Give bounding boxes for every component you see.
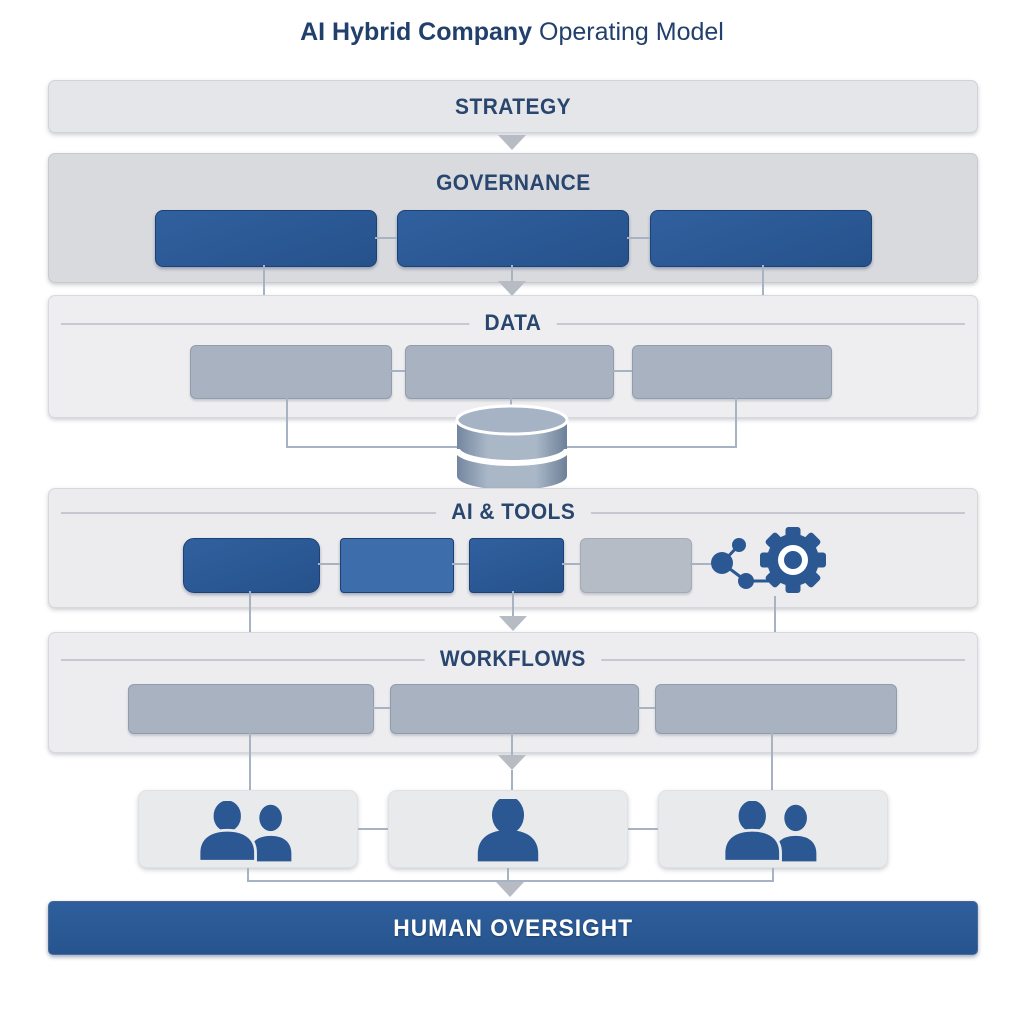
human-oversight-title: HUMAN OVERSIGHT [393, 915, 633, 942]
connector-line [286, 397, 288, 448]
connector-line [249, 732, 251, 790]
data-box [190, 345, 392, 399]
ai-tools-box [580, 538, 692, 593]
connector-line [628, 828, 658, 830]
connector-line [774, 596, 776, 632]
team-card [388, 790, 628, 868]
person-icon [477, 799, 539, 862]
connector-line [263, 265, 265, 295]
flow-arrow [498, 281, 526, 296]
database-icon [455, 404, 569, 490]
connector-line [567, 446, 737, 448]
connector-line [511, 732, 513, 756]
ai-tools-box [469, 538, 564, 593]
connector-line [318, 563, 340, 565]
gear-icon [760, 527, 826, 593]
governance-box [155, 210, 377, 267]
connector-line [562, 563, 580, 565]
network-gear-icon [711, 527, 826, 593]
team-card [138, 790, 358, 868]
connector-line [286, 446, 457, 448]
data-box [405, 345, 614, 399]
human-oversight-bar: HUMAN OVERSIGHT [48, 901, 978, 955]
connector-line [507, 868, 509, 881]
network-nodes-icon [711, 538, 778, 589]
diagram-title: AI Hybrid Company Operating Model [0, 18, 1024, 47]
data-box [632, 345, 832, 399]
connector-line [772, 868, 774, 881]
connector-line [452, 563, 469, 565]
diagram-title-emphasis: AI Hybrid Company [300, 18, 533, 46]
team-card [658, 790, 888, 868]
ai-tools-box [340, 538, 454, 593]
two-people-icon [722, 801, 817, 863]
flow-arrow [496, 882, 524, 897]
connector-line [512, 591, 514, 617]
connector-line [375, 237, 397, 239]
strategy-title: STRATEGY [454, 94, 572, 119]
connector-line [390, 370, 405, 372]
connector-line [771, 732, 773, 790]
flow-arrow [498, 755, 526, 770]
connector-line [612, 370, 632, 372]
strategy-bar: STRATEGY [48, 80, 978, 133]
ai-tools-box [183, 538, 320, 593]
connector-line [762, 265, 764, 295]
connector-line [511, 770, 513, 790]
connector-line [372, 707, 390, 709]
connector-line [247, 868, 249, 881]
connector-line [511, 265, 513, 281]
workflows-title: WORKFLOWS [49, 646, 977, 672]
flow-arrow [499, 616, 527, 631]
connector-line [637, 707, 655, 709]
diagram-title-rest: Operating Model [532, 18, 724, 46]
workflow-box [128, 684, 374, 734]
governance-box [397, 210, 629, 267]
connector-line [247, 880, 774, 882]
data-title: DATA [49, 310, 977, 336]
flow-arrow [498, 135, 526, 150]
connector-line [627, 237, 650, 239]
connector-line [690, 563, 711, 565]
connector-line [735, 397, 737, 448]
connector-line [358, 828, 388, 830]
two-people-icon [197, 801, 292, 863]
governance-box [650, 210, 872, 267]
workflow-box [390, 684, 639, 734]
governance-title: GOVERNANCE [435, 170, 591, 195]
workflow-box [655, 684, 897, 734]
ai-tools-title: AI & TOOLS [49, 499, 977, 525]
connector-line [249, 591, 251, 632]
